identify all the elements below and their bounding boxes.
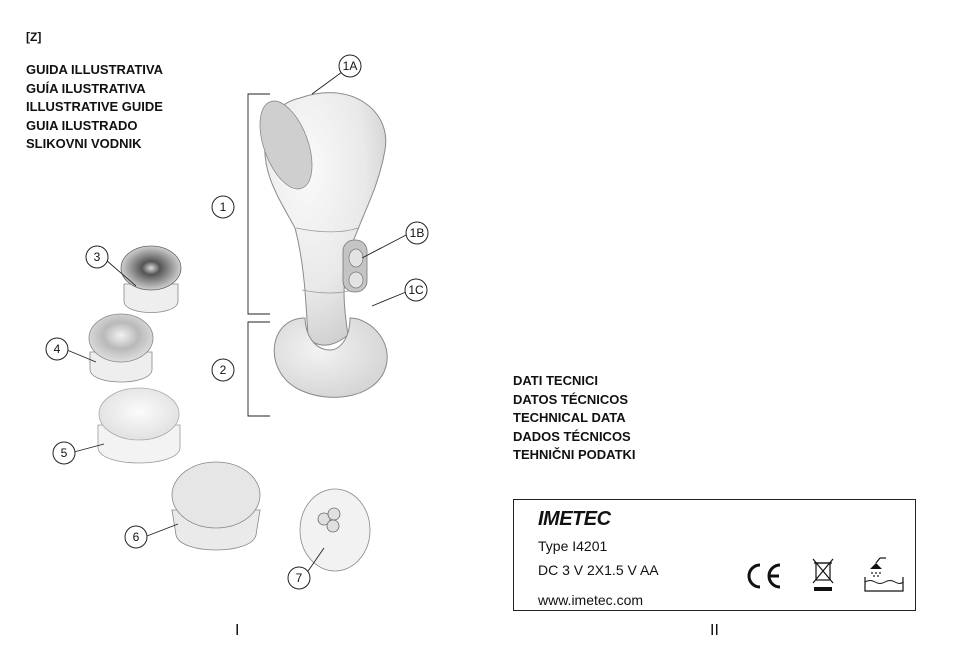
page-number-right: II — [710, 622, 719, 639]
callout-1a: 1A — [338, 54, 362, 78]
power-spec: DC 3 V 2X1.5 V AA — [538, 562, 659, 578]
svg-text:1: 1 — [220, 200, 227, 214]
guide-title-sl: SLIKOVNI VODNIK — [26, 136, 142, 151]
tech-title-en: TECHNICAL DATA — [513, 410, 626, 425]
weee-bin-icon — [812, 558, 834, 591]
callout-3: 3 — [85, 245, 109, 269]
bracket-1 — [247, 93, 270, 315]
massage-head-7 — [299, 488, 371, 572]
rating-plate: IMETEC Type I4201 DC 3 V 2X1.5 V AA www.… — [513, 499, 916, 611]
svg-text:1C: 1C — [408, 283, 424, 297]
device-handle — [259, 92, 387, 346]
callout-2: 2 — [211, 358, 235, 382]
document-code: [Z] — [26, 30, 42, 44]
svg-text:4: 4 — [54, 342, 61, 356]
leader-4 — [66, 349, 97, 363]
guide-title-it: GUIDA ILLUSTRATIVA — [26, 62, 163, 77]
brush-head-4 — [88, 313, 154, 383]
leader-1c — [371, 291, 407, 307]
model-type: Type I4201 — [538, 538, 608, 554]
leader-1a — [311, 71, 343, 95]
sponge-head-6 — [171, 461, 261, 551]
guide-title-pt: GUIA ILUSTRADO — [26, 117, 138, 133]
bracket-2 — [247, 321, 270, 417]
callout-5: 5 — [52, 441, 76, 465]
leader-1b — [361, 233, 409, 259]
svg-text:7: 7 — [296, 571, 303, 585]
technical-data-titles: DATI TECNICI DATOS TÉCNICOS TECHNICAL DA… — [513, 372, 636, 465]
callout-1b: 1B — [405, 221, 429, 245]
callout-4: 4 — [45, 337, 69, 361]
callout-6: 6 — [124, 525, 148, 549]
svg-text:2: 2 — [220, 363, 227, 377]
tech-title-it: DATI TECNICI — [513, 373, 598, 388]
brush-head-3 — [120, 245, 182, 313]
leader-3 — [105, 259, 137, 287]
brush-head-5 — [97, 387, 181, 464]
leader-6 — [146, 523, 179, 537]
leader-5 — [73, 443, 105, 453]
brand-logo: IMETEC — [538, 508, 611, 530]
svg-text:6: 6 — [133, 530, 140, 544]
guide-title-es: GUÍA ILUSTRATIVA — [26, 80, 146, 96]
tech-title-pt: DADOS TÉCNICOS — [513, 428, 631, 444]
svg-text:1B: 1B — [410, 226, 425, 240]
illustrative-guide-titles: GUIDA ILLUSTRATIVA GUÍA ILUSTRATIVA ILLU… — [26, 61, 163, 154]
svg-text:5: 5 — [61, 446, 68, 460]
page-number-left: I — [235, 622, 240, 639]
website: www.imetec.com — [538, 592, 644, 608]
callout-7: 7 — [287, 566, 311, 590]
ce-mark-icon — [747, 563, 781, 589]
callout-1: 1 — [211, 195, 235, 219]
tech-title-es: DATOS TÉCNICOS — [513, 391, 629, 407]
device-base — [273, 317, 388, 398]
callout-1c: 1C — [404, 278, 428, 302]
svg-text:3: 3 — [94, 250, 101, 264]
tech-title-sl: TEHNIČNI PODATKI — [513, 447, 636, 462]
guide-title-en: ILLUSTRATIVE GUIDE — [26, 99, 163, 114]
leader-7 — [305, 547, 325, 575]
shower-bath-icon — [864, 557, 904, 592]
svg-text:1A: 1A — [343, 59, 358, 73]
